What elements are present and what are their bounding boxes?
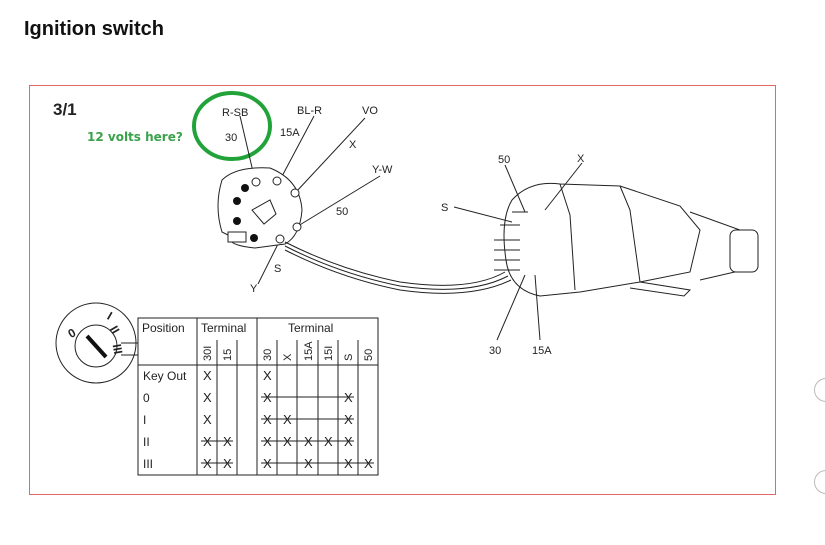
- label-bl-r: BL-R: [297, 105, 322, 117]
- connection-mark: X: [223, 434, 232, 449]
- key-dial: 0 I II III: [55, 302, 139, 384]
- connection-mark: X: [203, 412, 212, 427]
- label-50: 50: [336, 206, 348, 218]
- connection-mark: X: [283, 434, 292, 449]
- label-30: 30: [225, 132, 237, 144]
- column-header: 15A: [303, 341, 315, 361]
- connection-mark: X: [263, 368, 272, 383]
- connection-mark: X: [283, 412, 292, 427]
- label-x: X: [349, 139, 357, 151]
- column-header: 30I: [202, 346, 214, 361]
- connection-mark: X: [344, 456, 353, 471]
- connection-mark: X: [304, 456, 313, 471]
- connection-mark: X: [344, 412, 353, 427]
- right-label-30: 30: [489, 345, 501, 357]
- column-header: S: [343, 354, 355, 361]
- header-position: Position: [142, 321, 185, 335]
- label-r-sb: R-SB: [222, 107, 248, 119]
- header-terminal-2: Terminal: [288, 321, 333, 335]
- row-position: 0: [143, 391, 150, 405]
- connection-mark: X: [223, 456, 232, 471]
- row-position: Key Out: [143, 369, 187, 383]
- row-position: I: [143, 413, 146, 427]
- highlight-circle: [192, 91, 272, 161]
- connection-mark: X: [263, 434, 272, 449]
- connection-mark: X: [203, 434, 212, 449]
- connection-mark: X: [344, 390, 353, 405]
- label-15a: 15A: [280, 127, 300, 139]
- row-position: II: [143, 435, 150, 449]
- connection-mark: X: [203, 368, 212, 383]
- right-label-x: X: [577, 153, 585, 165]
- right-label-50: 50: [498, 154, 510, 166]
- label-s: S: [274, 263, 281, 275]
- label-y: Y: [250, 283, 258, 295]
- diagram-frame: [29, 85, 776, 495]
- page-title: Ignition switch: [24, 18, 164, 40]
- column-header: X: [282, 353, 294, 361]
- connection-mark: X: [263, 412, 272, 427]
- header-terminal-1: Terminal: [201, 321, 246, 335]
- right-label-s: S: [441, 202, 448, 214]
- connection-mark: X: [364, 456, 373, 471]
- key-position-3: III: [110, 343, 126, 355]
- right-label-15a: 15A: [532, 345, 552, 357]
- connection-mark: X: [263, 456, 272, 471]
- connection-mark: X: [203, 390, 212, 405]
- label-vo: VO: [362, 105, 378, 117]
- connection-mark: X: [203, 456, 212, 471]
- column-header: 30: [262, 349, 274, 361]
- column-header: 15: [222, 349, 234, 361]
- connection-mark: X: [304, 434, 313, 449]
- figure-label: 3/1: [53, 100, 77, 119]
- connection-mark: X: [344, 434, 353, 449]
- annotation-text: 12 volts here?: [87, 130, 183, 144]
- label-y-w: Y-W: [372, 164, 393, 176]
- key-position-1: I: [105, 309, 115, 323]
- column-header: 50: [363, 349, 375, 361]
- connection-mark: X: [324, 434, 333, 449]
- row-position: III: [143, 457, 153, 471]
- connection-mark: X: [263, 390, 272, 405]
- column-header: 15I: [323, 346, 335, 361]
